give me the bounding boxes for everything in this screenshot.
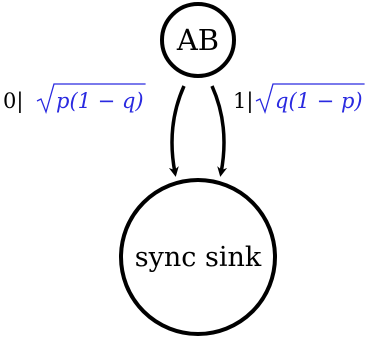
node-ab-label: AB — [176, 23, 219, 57]
node-sync-sink-circle — [119, 178, 277, 336]
edge-right-weight: q(1 − p) — [275, 89, 363, 113]
edge-right-label: 1| q(1 − p) — [233, 83, 365, 115]
node-ab: AB — [160, 2, 236, 78]
edge-right-radical-sign — [255, 83, 365, 115]
edge-right-symbol: 1| — [233, 89, 253, 114]
edge-left-label: 0| p(1 − q) — [3, 83, 146, 115]
node-ab-circle — [160, 2, 236, 78]
edge-left-arrow — [168, 85, 186, 177]
edge-left-weight: p(1 − q) — [56, 89, 144, 113]
node-sync-sink-label: sync sink — [135, 242, 262, 273]
node-sync-sink: sync sink — [119, 178, 277, 336]
edge-right-arrow — [210, 85, 228, 177]
edge-left-radical-sign — [36, 83, 146, 115]
edge-left-symbol: 0| — [3, 89, 23, 114]
